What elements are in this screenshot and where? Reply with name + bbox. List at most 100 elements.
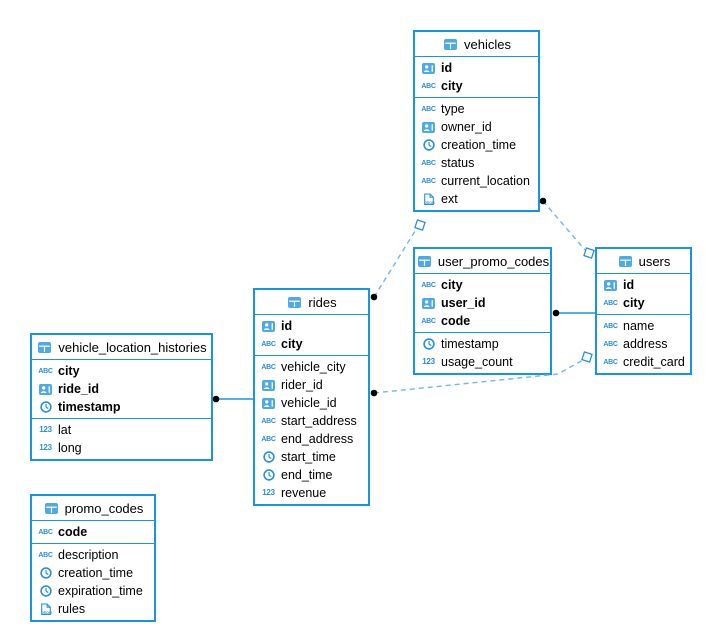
id-badge-icon: [420, 297, 437, 309]
relationship-line-rides-vehicles[interactable]: [373, 227, 418, 298]
id-badge-icon: [602, 279, 619, 291]
abc-text-icon: ABC: [421, 82, 436, 90]
table-title: vehicle_location_histories: [58, 339, 207, 355]
field-row[interactable]: end_time: [255, 466, 368, 484]
field-row[interactable]: user_id: [415, 294, 550, 312]
field-row[interactable]: id: [415, 59, 538, 77]
abc-text-icon: ABC: [421, 105, 436, 113]
id-badge-icon: [260, 379, 277, 391]
table-grid-icon: [286, 296, 303, 308]
svg-text:JSON: JSON: [424, 201, 434, 205]
field-name: ride_id: [58, 382, 99, 396]
table-grid-icon: [43, 502, 60, 514]
field-name: expiration_time: [58, 584, 143, 598]
table-header[interactable]: promo_codes: [32, 496, 154, 521]
field-name: id: [441, 61, 453, 75]
table-header[interactable]: user_promo_codes: [415, 249, 550, 274]
abc-text-icon: ABC: [603, 299, 618, 307]
abc-text-icon: ABC: [421, 159, 436, 167]
table-title: promo_codes: [64, 500, 144, 516]
abc-text-icon: ABC: [261, 435, 276, 443]
field-row[interactable]: JSON ext: [415, 190, 538, 208]
field-row[interactable]: id: [597, 276, 690, 294]
abc-text-icon: ABC: [603, 322, 618, 330]
relationship-endpoint-dot: [370, 293, 378, 301]
relationship-endpoint-dot: [370, 389, 378, 397]
field-name: start_time: [281, 450, 336, 464]
relationship-endpoint-dot: [539, 197, 547, 205]
field-row[interactable]: id: [255, 317, 368, 335]
relationship-endpoint-square: [414, 219, 426, 231]
abc-text-icon: ABC: [261, 363, 276, 371]
field-row[interactable]: owner_id: [415, 118, 538, 136]
table-header[interactable]: rides: [255, 290, 368, 315]
field-name: vehicle_city: [281, 360, 346, 374]
field-row[interactable]: timestamp: [415, 335, 550, 353]
field-row[interactable]: expiration_time: [32, 582, 154, 600]
field-row[interactable]: ABC end_address: [255, 430, 368, 448]
field-name: code: [58, 525, 88, 539]
clock-icon: [420, 338, 437, 350]
field-row[interactable]: ride_id: [32, 380, 211, 398]
field-name: end_address: [281, 432, 354, 446]
table-title: user_promo_codes: [437, 253, 550, 269]
clock-icon: [37, 585, 54, 597]
field-row[interactable]: rider_id: [255, 376, 368, 394]
relationship-endpoint-dot: [552, 309, 560, 317]
field-row[interactable]: creation_time: [32, 564, 154, 582]
table-header[interactable]: vehicles: [415, 32, 538, 57]
field-name: long: [58, 441, 82, 455]
clock-icon: [37, 401, 54, 413]
table-grid-icon: [617, 255, 634, 267]
relationship-endpoint-square: [581, 351, 593, 363]
svg-text:JSON: JSON: [41, 611, 51, 615]
field-row[interactable]: start_time: [255, 448, 368, 466]
table-header[interactable]: vehicle_location_histories: [32, 335, 211, 360]
relationship-line-vehicles-users[interactable]: [542, 200, 586, 251]
field-name: timestamp: [441, 337, 499, 351]
relationship-endpoint-dot: [212, 395, 220, 403]
field-row[interactable]: timestamp: [32, 398, 211, 416]
table-header[interactable]: users: [597, 249, 690, 274]
table-grid-icon: [36, 341, 53, 353]
field-row[interactable]: ABC vehicle_city: [255, 358, 368, 376]
field-row[interactable]: creation_time: [415, 136, 538, 154]
field-name: city: [441, 278, 463, 292]
number-123-icon: 123: [39, 425, 52, 434]
field-name: ext: [441, 192, 458, 206]
field-row[interactable]: vehicle_id: [255, 394, 368, 412]
